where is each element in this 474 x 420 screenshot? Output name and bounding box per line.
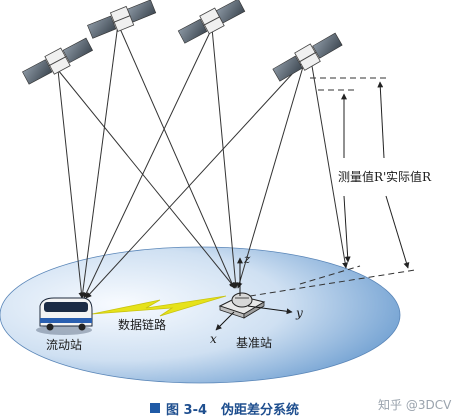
actual-value-label: 实际值R <box>386 170 432 184</box>
base-station-label: 基准站 <box>236 336 273 350</box>
satellite-4 <box>272 32 343 82</box>
caption-square-icon <box>150 403 160 413</box>
rover-vehicle <box>36 297 93 335</box>
ground-ellipse <box>0 246 401 384</box>
base-station <box>218 292 266 319</box>
measured-value-label: 测量值R' <box>338 170 387 184</box>
signal-lines <box>57 23 349 299</box>
axis-x-label: x <box>210 332 217 346</box>
base-axes <box>215 257 293 331</box>
watermark: 知乎 @3DCV <box>378 398 452 412</box>
caption-number: 图 3-4 <box>166 402 208 418</box>
figure-caption: 图 3-4 伪距差分系统 <box>150 398 299 418</box>
axis-y-label: y <box>296 306 303 320</box>
caption-title: 伪距差分系统 <box>221 402 300 418</box>
satellite-2 <box>87 0 157 39</box>
axis-z-label: z <box>244 252 251 266</box>
satellite-1 <box>22 37 94 85</box>
rover-label: 流动站 <box>46 338 83 352</box>
satellite-3 <box>177 0 246 44</box>
data-link-bolt <box>91 295 227 317</box>
data-link-label: 数据链路 <box>118 318 167 332</box>
actual-arrow <box>377 81 410 269</box>
measured-arrow <box>341 93 351 263</box>
range-dashes <box>249 77 416 297</box>
